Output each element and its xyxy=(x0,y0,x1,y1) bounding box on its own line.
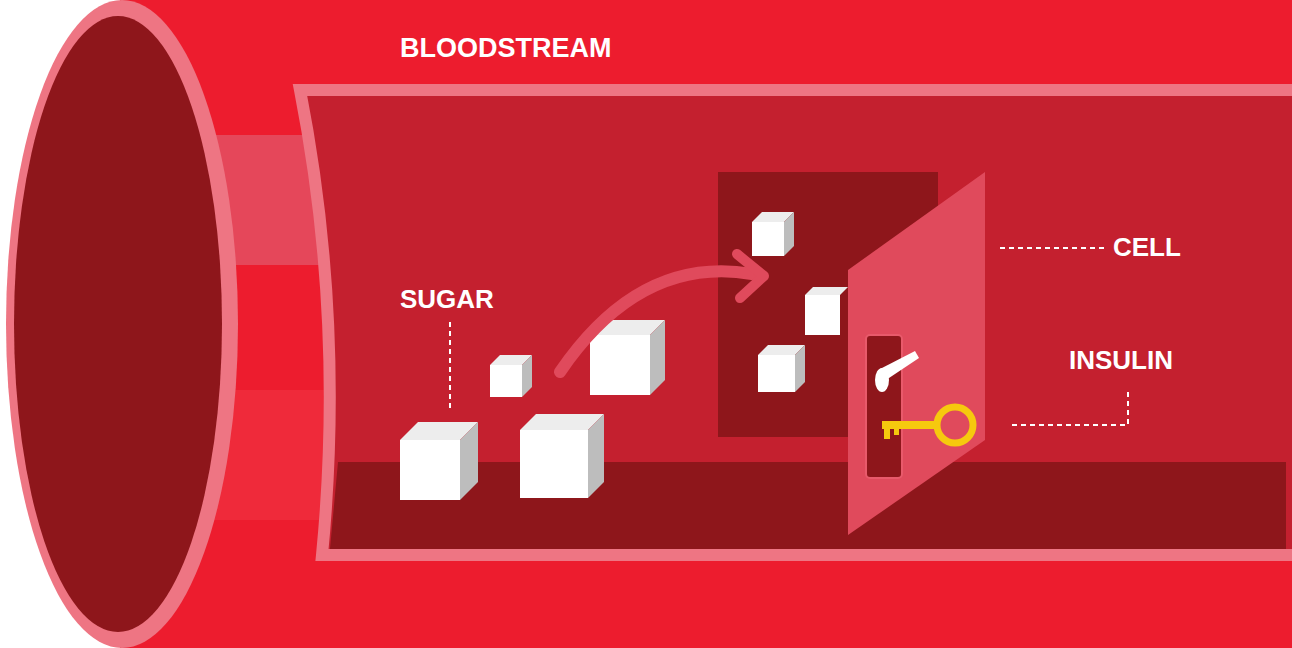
sugar-cube xyxy=(805,287,848,335)
part-label: SUGAR xyxy=(400,285,494,314)
keyhole-plate xyxy=(866,335,902,478)
arrow-head xyxy=(737,254,764,298)
part-label: CELL xyxy=(1113,233,1181,262)
sugar-cube xyxy=(752,212,794,256)
part-label: INSULIN xyxy=(1069,346,1173,375)
sugar-cube xyxy=(400,422,478,500)
sugar-cube xyxy=(758,345,805,392)
sugar-cube xyxy=(520,414,604,498)
leader-line xyxy=(1000,247,1104,249)
inner-vessel xyxy=(300,90,1292,555)
leader-line xyxy=(1012,390,1128,425)
leader-line xyxy=(449,322,451,408)
vessel-opening-rim xyxy=(6,0,238,648)
vessel-opening xyxy=(14,16,222,632)
insulin-key xyxy=(882,407,973,443)
cell-door xyxy=(848,172,985,535)
sugar-cube xyxy=(490,355,532,397)
sugar-cube xyxy=(590,320,665,395)
flow-arrow xyxy=(560,271,752,372)
door-handle xyxy=(880,351,919,380)
region-label: BLOODSTREAM xyxy=(400,34,612,64)
